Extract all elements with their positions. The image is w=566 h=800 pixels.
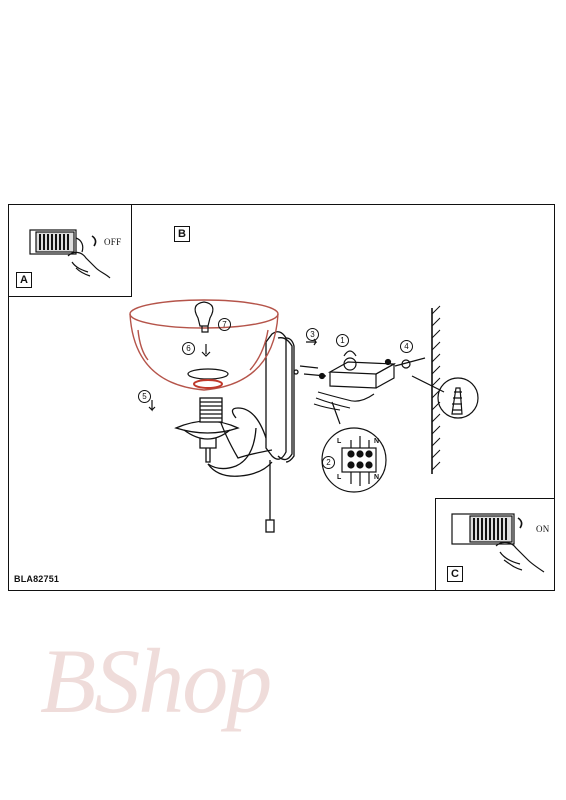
step-2-marker: 2 [322, 456, 335, 469]
step-1-marker: 1 [336, 334, 349, 347]
switch-off-text: OFF [104, 237, 121, 247]
step-5-marker: 5 [138, 390, 151, 403]
mounting-bracket [300, 351, 425, 388]
supply-wires [314, 392, 374, 410]
step-6-marker: 6 [182, 342, 195, 355]
terminal-l-bottom: L [337, 474, 341, 481]
panel-b-label: B [174, 226, 190, 242]
terminal-n-top: N [374, 438, 379, 445]
glass-shade [130, 300, 278, 390]
wall-anchor-callout [412, 376, 478, 418]
terminal-l-top: L [337, 438, 341, 445]
step-3-marker: 3 [306, 328, 319, 341]
step-7-marker: 7 [218, 318, 231, 331]
breaker-on-illustration [452, 514, 544, 572]
breaker-off-illustration [30, 230, 110, 278]
wall-backplate [266, 332, 298, 532]
switch-on-text: ON [536, 524, 550, 534]
model-code: BLA82751 [14, 574, 59, 584]
panel-c-label: C [447, 566, 463, 582]
candle-cup [176, 398, 238, 462]
step-4-marker: 4 [400, 340, 413, 353]
terminal-n-bottom: N [374, 474, 379, 481]
panel-a-label: A [16, 272, 32, 288]
bshop-watermark-logo: BShop [40, 628, 270, 734]
step-arrows [149, 339, 316, 410]
